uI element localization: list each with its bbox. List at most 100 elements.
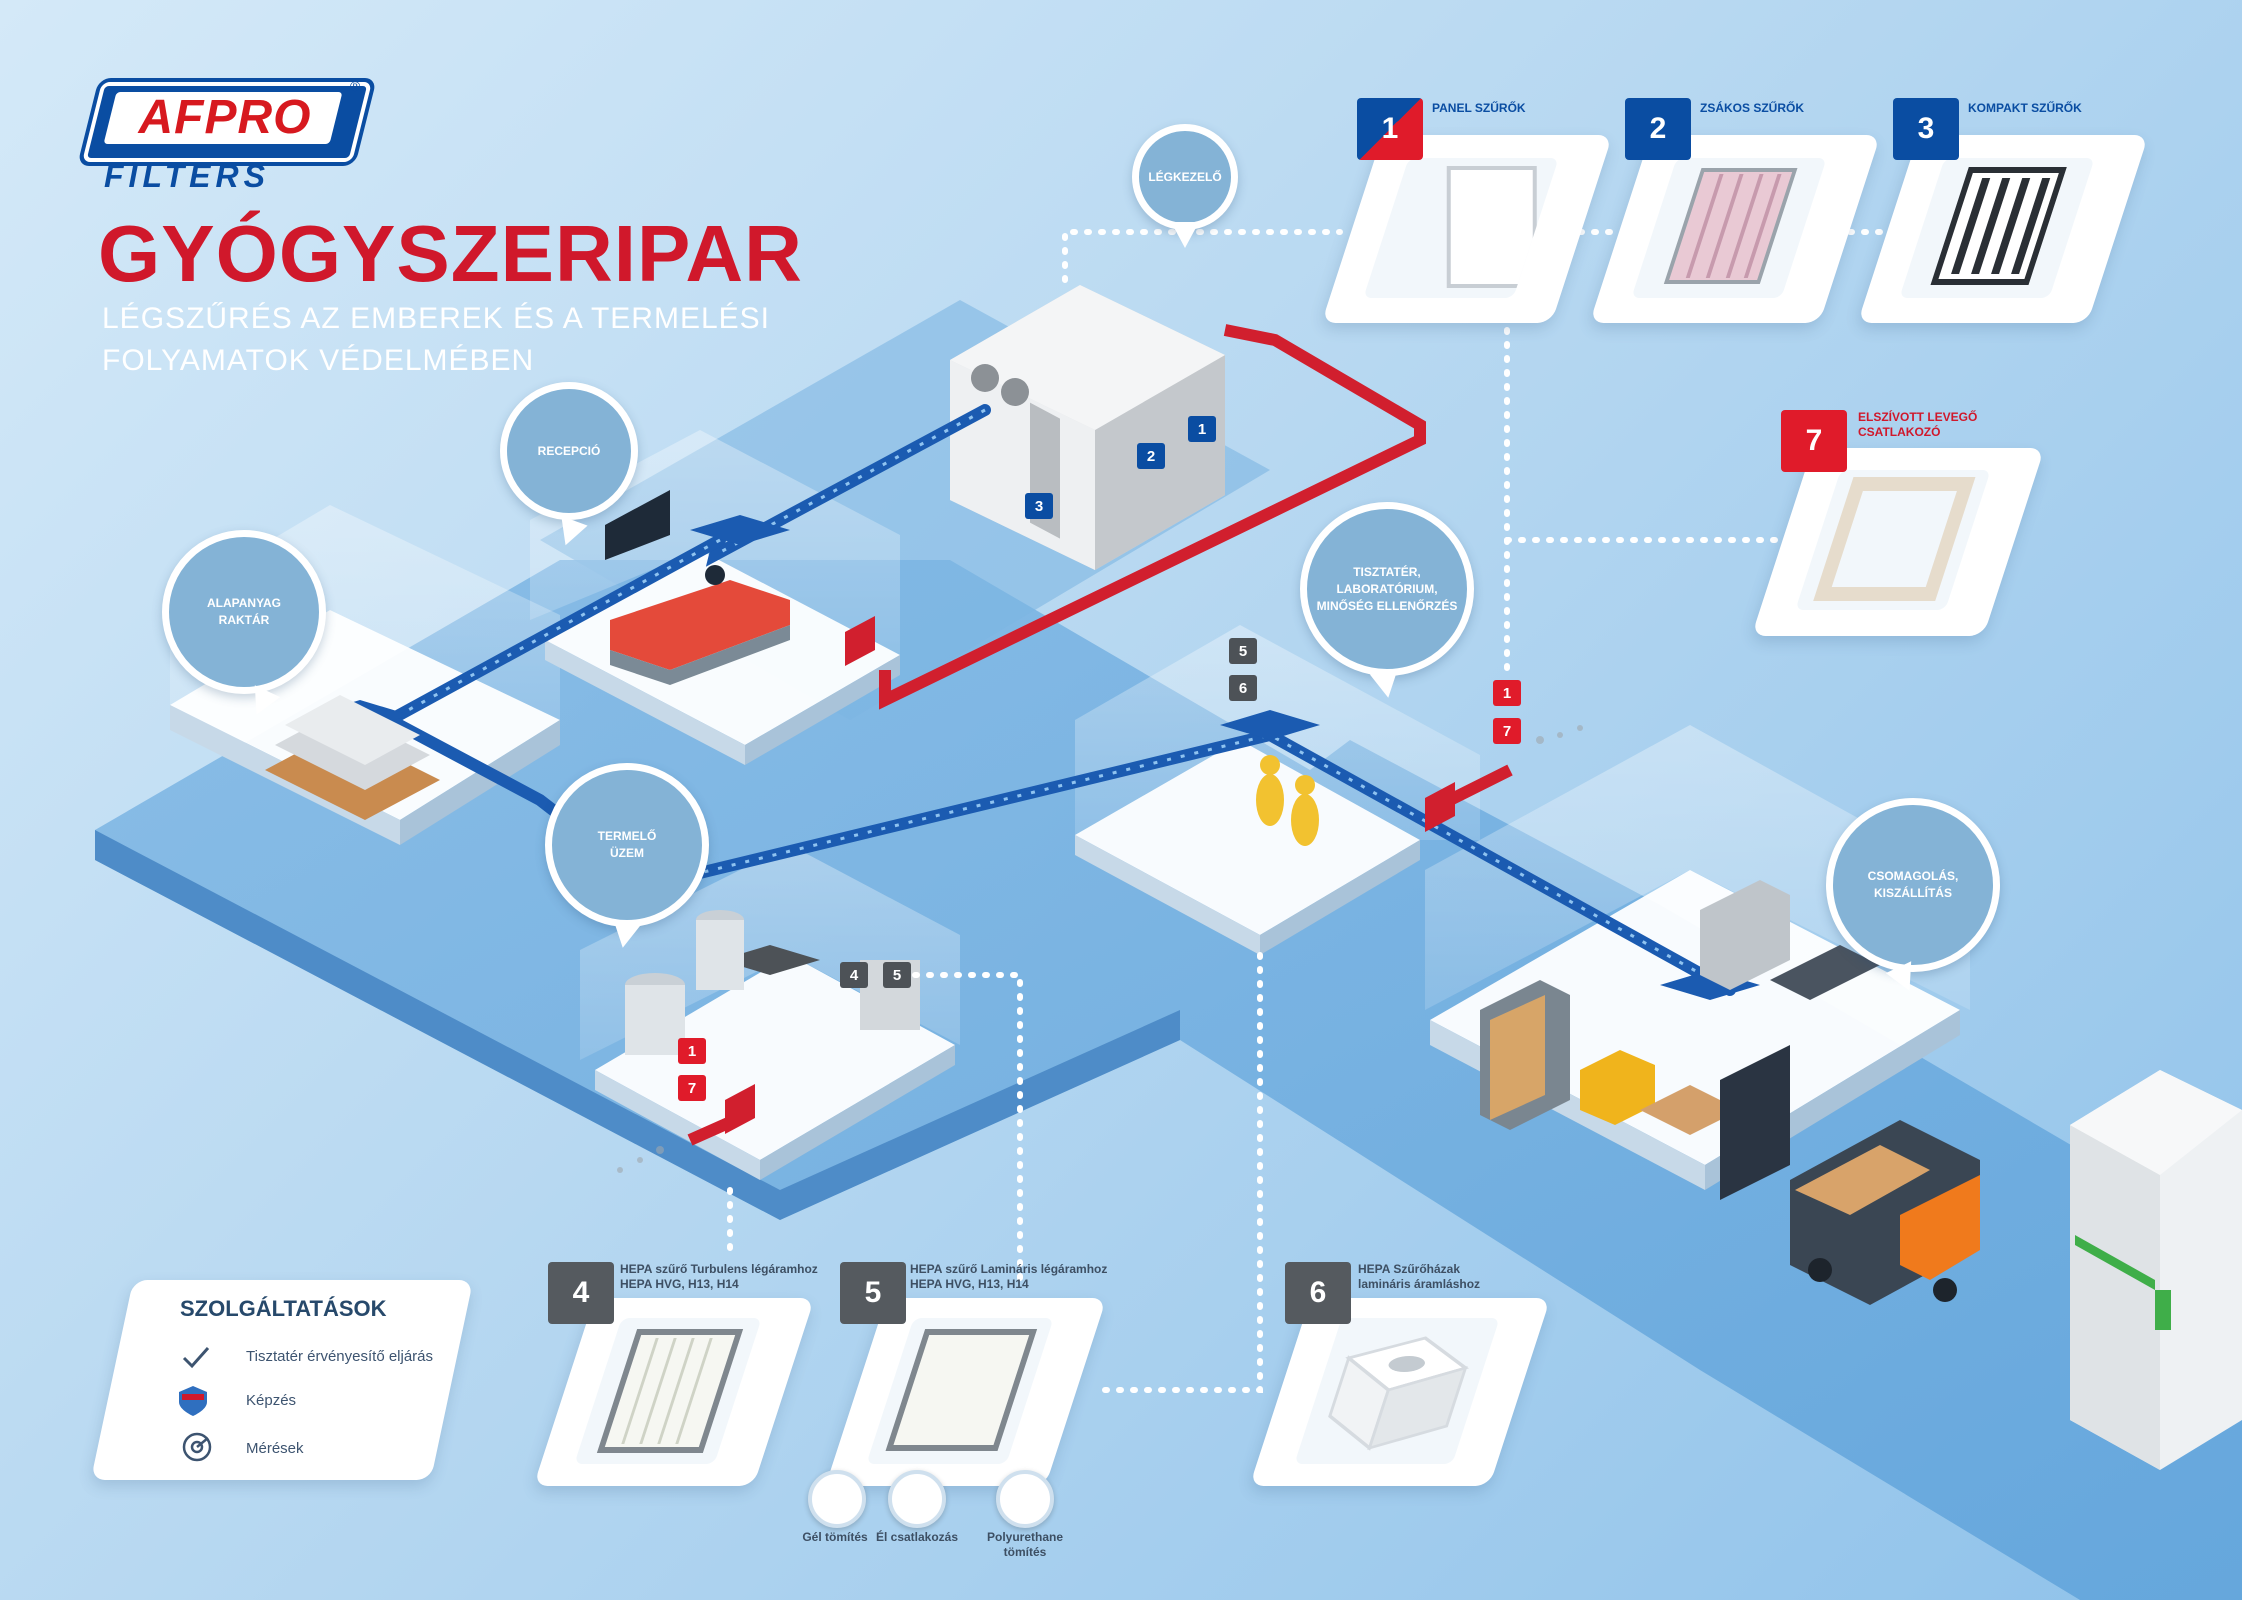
product-number-7: 7 bbox=[1781, 410, 1847, 472]
training-badge-icon bbox=[176, 1384, 210, 1418]
service-item-1: Tisztatér érvényesítő eljárás bbox=[246, 1348, 434, 1365]
bubble-tisztater-label: TISZTATÉR, LABORATÓRIUM, MINŐSÉG ELLENŐR… bbox=[1317, 564, 1458, 615]
product-label-7: ELSZÍVOTT LEVEGŐ CSATLAKOZÓ bbox=[1858, 410, 1977, 440]
connector-lines bbox=[727, 229, 1883, 1393]
bubble-csomagolas-label: CSOMAGOLÁS, KISZÁLLÍTÁS bbox=[1868, 868, 1959, 902]
product-label-6: HEPA Szűrőházak lamináris áramláshoz bbox=[1358, 1262, 1480, 1292]
bubble-tisztater-line-3: MINŐSÉG ELLENŐRZÉS bbox=[1316, 598, 1458, 613]
gel-seal-sample-icon bbox=[808, 1470, 866, 1528]
bubble-termelo-line-2: ÜZEM bbox=[609, 846, 644, 860]
product-number-6: 6 bbox=[1285, 1262, 1351, 1324]
product-number-4: 4 bbox=[548, 1262, 614, 1324]
product-label-1: PANEL SZŰRŐK bbox=[1432, 101, 1526, 115]
bubble-recepcio-label: RECEPCIÓ bbox=[537, 443, 601, 458]
product-label-5-line-2: HEPA HVG, H13, H14 bbox=[910, 1277, 1029, 1291]
seal-label-edge: Él csatlakozás bbox=[875, 1530, 959, 1544]
validation-check-icon bbox=[178, 1340, 212, 1374]
bubble-termelo-label: TERMELŐ ÜZEM bbox=[598, 828, 657, 862]
card-compact-filters-image bbox=[1899, 158, 2095, 298]
bubble-termelo-tail bbox=[608, 919, 642, 951]
tag-exhaust-7: 7 bbox=[1493, 718, 1521, 744]
bubble-legkezelo-tail bbox=[1171, 222, 1199, 248]
tag-exhaust-1: 1 bbox=[1493, 680, 1521, 706]
seal-label-gel: Gél tömítés bbox=[802, 1530, 868, 1544]
tag-production-5: 5 bbox=[883, 962, 911, 988]
service-item-3: Mérések bbox=[246, 1440, 304, 1457]
tag-ahu-1: 1 bbox=[1188, 416, 1216, 442]
bubble-alapanyag-line-2: RAKTÁR bbox=[218, 613, 270, 627]
bubble-termelo: TERMELŐ ÜZEM bbox=[545, 763, 709, 927]
logo-subtext: FILTERS bbox=[104, 158, 270, 194]
bubble-alapanyag-label: ALAPANYAG RAKTÁR bbox=[207, 595, 281, 629]
air-handling-unit bbox=[950, 285, 1225, 570]
product-label-2: ZSÁKOS SZŰRŐK bbox=[1700, 101, 1805, 115]
reception-desk bbox=[605, 490, 790, 685]
warehouse-pallets bbox=[265, 695, 440, 820]
subtitle-line-2: FOLYAMATOK VÉDELMÉBEN bbox=[102, 344, 535, 377]
logo-text: AFPRO bbox=[138, 91, 312, 144]
bubble-tisztater-line-1: TISZTATÉR, bbox=[1353, 564, 1421, 579]
bubble-tisztater: TISZTATÉR, LABORATÓRIUM, MINŐSÉG ELLENŐR… bbox=[1300, 502, 1474, 676]
tag-production-7: 7 bbox=[678, 1075, 706, 1101]
product-label-4-line-2: HEPA HVG, H13, H14 bbox=[620, 1277, 739, 1291]
card-hepa-housing-image bbox=[1294, 1318, 1500, 1464]
tag-production-1: 1 bbox=[678, 1038, 706, 1064]
product-label-7-line-2: CSATLAKOZÓ bbox=[1858, 425, 1941, 439]
page-subtitle: LÉGSZŰRÉS AZ EMBEREK ÉS A TERMELÉSI FOLY… bbox=[102, 298, 770, 382]
panel-filter-icon bbox=[1446, 166, 1537, 288]
bubble-csomagolas-line-2: KISZÁLLÍTÁS bbox=[1873, 886, 1952, 900]
bubble-legkezelo-label: LÉGKEZELŐ bbox=[1148, 169, 1222, 184]
product-label-4: HEPA szűrő Turbulens légáramhoz HEPA HVG… bbox=[620, 1262, 818, 1292]
product-number-5: 5 bbox=[840, 1262, 906, 1324]
product-number-1: 1 bbox=[1357, 98, 1423, 160]
card-hepa-turbulent-image bbox=[574, 1318, 762, 1464]
bag-filter-icon bbox=[1663, 168, 1798, 284]
hepa-turbulent-icon bbox=[596, 1329, 744, 1453]
polyurethane-seal-sample-icon bbox=[996, 1470, 1054, 1528]
seal-label-polyurethane-line-2: tömítés bbox=[1003, 1545, 1047, 1559]
measurement-gauge-icon bbox=[180, 1430, 214, 1464]
packaging-equipment bbox=[1480, 880, 1980, 1305]
bubble-alapanyag-line-1: ALAPANYAG bbox=[206, 596, 281, 610]
product-number-3: 3 bbox=[1893, 98, 1959, 160]
product-label-5: HEPA szűrő Lamináris légáramhoz HEPA HVG… bbox=[910, 1262, 1107, 1292]
edge-connection-sample-icon bbox=[888, 1470, 946, 1528]
logo-registered-mark: ® bbox=[350, 78, 361, 94]
card-exhaust-connector-image bbox=[1795, 470, 1991, 610]
bubble-legkezelo: LÉGKEZELŐ bbox=[1132, 124, 1238, 230]
hepa-housing-icon bbox=[1328, 1336, 1469, 1451]
tag-cleanroom-6: 6 bbox=[1229, 675, 1257, 701]
hepa-diffusers bbox=[720, 945, 820, 975]
product-number-2: 2 bbox=[1625, 98, 1691, 160]
compact-filter-icon bbox=[1930, 167, 2067, 285]
bubble-tisztater-tail bbox=[1369, 669, 1403, 701]
exhaust-duct bbox=[879, 324, 1426, 710]
cleanroom-workers bbox=[1256, 755, 1319, 846]
bubble-csomagolas-line-1: CSOMAGOLÁS, bbox=[1867, 869, 1959, 883]
service-item-2: Képzés bbox=[246, 1392, 297, 1409]
subtitle-line-1: LÉGSZŰRÉS AZ EMBEREK ÉS A TERMELÉSI bbox=[102, 302, 770, 335]
product-label-6-line-2: lamináris áramláshoz bbox=[1358, 1277, 1481, 1291]
product-label-3: KOMPAKT SZŰRŐK bbox=[1968, 101, 2082, 115]
seal-label-polyurethane: Polyurethane tömítés bbox=[980, 1530, 1070, 1560]
card-hepa-laminar-image bbox=[866, 1318, 1054, 1464]
card-panel-filters-image bbox=[1363, 158, 1559, 298]
bubble-recepcio: RECEPCIÓ bbox=[500, 382, 638, 520]
hepa-laminar-icon bbox=[885, 1329, 1038, 1451]
tag-production-4: 4 bbox=[840, 962, 868, 988]
page-title: GYÓGYSZERIPAR bbox=[98, 209, 803, 298]
card-bag-filters-image bbox=[1631, 158, 1827, 298]
tag-ahu-2: 2 bbox=[1137, 443, 1165, 469]
product-label-5-line-1: HEPA szűrő Lamináris légáramhoz bbox=[910, 1262, 1108, 1276]
exhaust-puffs bbox=[617, 725, 1583, 1173]
product-label-6-line-1: HEPA Szűrőházak bbox=[1358, 1262, 1461, 1276]
bubble-csomagolas: CSOMAGOLÁS, KISZÁLLÍTÁS bbox=[1826, 798, 2000, 972]
product-label-7-line-1: ELSZÍVOTT LEVEGŐ bbox=[1858, 410, 1978, 424]
tag-cleanroom-5: 5 bbox=[1229, 638, 1257, 664]
exhaust-grilles bbox=[725, 616, 1455, 1134]
bubble-termelo-line-1: TERMELŐ bbox=[597, 829, 657, 843]
exhaust-connector-icon bbox=[1813, 477, 1976, 601]
tag-ahu-3: 3 bbox=[1025, 493, 1053, 519]
services-title: SZOLGÁLTATÁSOK bbox=[180, 1296, 387, 1321]
bubble-tisztater-line-2: LABORATÓRIUM, bbox=[1336, 581, 1438, 596]
